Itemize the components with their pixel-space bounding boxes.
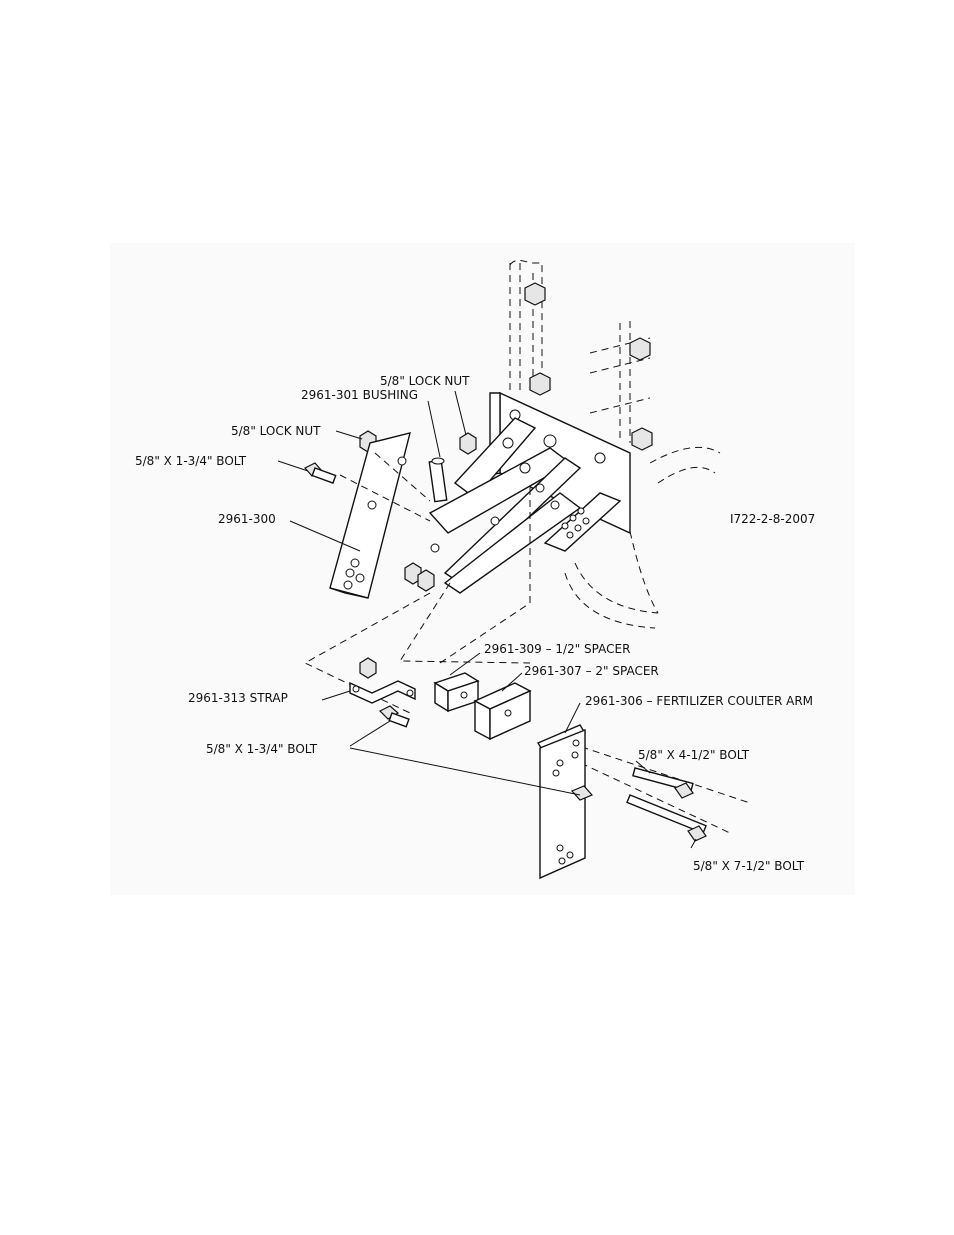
label-bushing: 2961-301 BUSHING (301, 388, 418, 402)
label-drawing-id: I722-2-8-2007 (730, 512, 815, 526)
plate-hole (570, 515, 576, 521)
label-bolt-7-half: 5/8" X 7-1/2" BOLT (693, 859, 805, 873)
strap-2961-313 (350, 658, 415, 727)
arm-hole (520, 463, 530, 473)
label-strap-313: 2961-313 STRAP (188, 691, 288, 705)
lock-nut-top (460, 433, 476, 454)
plate-hole (583, 518, 589, 524)
plate-hole (351, 559, 359, 567)
exploded-parts-diagram: 5/8" LOCK NUT 2961-301 BUSHING 5/8" LOCK… (110, 243, 855, 895)
label-lock-nut-top: 5/8" LOCK NUT (380, 374, 470, 388)
diagram-canvas: 5/8" LOCK NUT 2961-301 BUSHING 5/8" LOCK… (110, 243, 855, 895)
plate-hole (567, 532, 573, 538)
strap-bolt-shank (389, 713, 409, 727)
bolt-left-top (305, 463, 336, 483)
coulter-arm-2961-306 (538, 725, 592, 878)
label-spacer-309: 2961-309 – 1/2" SPACER (484, 642, 630, 656)
arm-hole (491, 517, 499, 525)
strap-nut (360, 658, 376, 678)
plate-hole (344, 581, 352, 589)
label-bolt-left-bottom: 5/8" X 1-3/4" BOLT (206, 742, 318, 756)
arm-hole (503, 438, 513, 448)
arm-hole (431, 544, 439, 552)
plate-hole (562, 523, 568, 529)
label-spacer-307: 2961-307 – 2" SPACER (524, 664, 659, 678)
label-lock-nut-left: 5/8" LOCK NUT (231, 424, 321, 438)
spacer-2961-309 (435, 673, 478, 711)
label-bolt-4-half: 5/8" X 4-1/2" BOLT (638, 748, 750, 762)
plate-hole (398, 457, 406, 465)
plate-2961-300 (330, 433, 410, 598)
bracket-hole (544, 435, 556, 447)
plate-hole (575, 525, 581, 531)
bushing-2961-301 (429, 458, 446, 502)
hex-nut (632, 428, 652, 450)
arm-hole (551, 501, 559, 509)
hex-nut (530, 373, 550, 395)
label-bolt-left-top: 5/8" X 1-3/4" BOLT (135, 454, 247, 468)
plate-hole (578, 508, 584, 514)
plate-hole (346, 569, 354, 577)
bolt-4-half (633, 768, 693, 798)
spacer-2961-307 (475, 683, 530, 739)
bracket-hole (595, 453, 605, 463)
plate-hole (356, 574, 364, 582)
hex-nut (630, 338, 650, 360)
hex-nut (418, 570, 434, 591)
label-arm-306: 2961-306 – FERTILIZER COULTER ARM (585, 694, 813, 708)
hex-nut (525, 283, 545, 305)
label-plate-300: 2961-300 (218, 512, 276, 526)
plate-hole (368, 501, 376, 509)
bolt-7-half (627, 795, 706, 841)
arm-hole (536, 484, 544, 492)
